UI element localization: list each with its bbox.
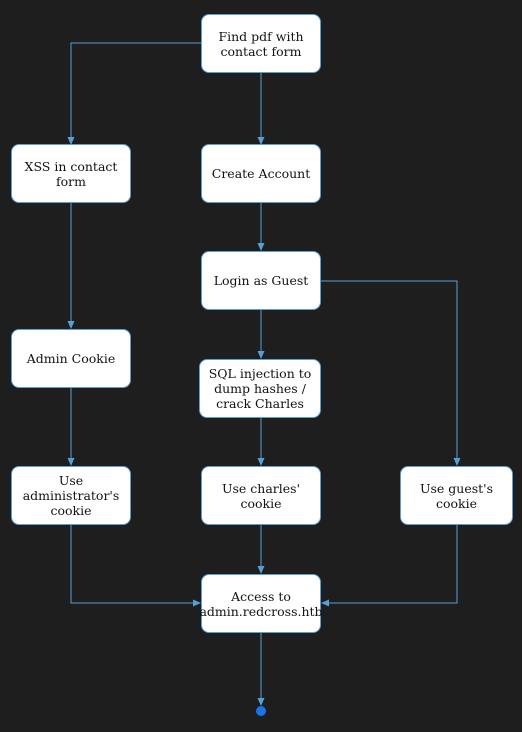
node-xss-contact-form[interactable]: XSS in contact form xyxy=(11,144,131,203)
node-sql-injection[interactable]: SQL injection to dump hashes / crack Cha… xyxy=(199,359,321,418)
node-admin-cookie[interactable]: Admin Cookie xyxy=(11,329,131,388)
node-find-pdf-label: Find pdf with contact form xyxy=(218,28,304,59)
node-use-guest-cookie[interactable]: Use guest's cookie xyxy=(400,466,513,525)
node-find-pdf[interactable]: Find pdf with contact form xyxy=(201,14,321,73)
node-use-charles-cookie-label: Use charles' cookie xyxy=(221,480,301,511)
node-use-charles-cookie[interactable]: Use charles' cookie xyxy=(201,466,321,525)
node-use-admin-cookie[interactable]: Use administrator's cookie xyxy=(11,466,131,525)
node-use-guest-cookie-label: Use guest's cookie xyxy=(419,480,494,511)
node-access-admin-label: Access to admin.redcross.htb xyxy=(199,588,323,619)
edge-use-admin-to-access xyxy=(70,525,201,607)
node-xss-contact-form-label: XSS in contact form xyxy=(24,158,118,189)
node-sql-injection-label: SQL injection to dump hashes / crack Cha… xyxy=(208,366,312,411)
node-create-account[interactable]: Create Account xyxy=(201,144,321,203)
end-node-marker xyxy=(256,706,266,716)
edge-login-guest-to-use-guest xyxy=(320,280,461,466)
node-access-admin[interactable]: Access to admin.redcross.htb xyxy=(199,574,323,633)
node-admin-cookie-label: Admin Cookie xyxy=(26,351,116,366)
node-use-admin-cookie-label: Use administrator's cookie xyxy=(22,473,120,518)
node-login-guest[interactable]: Login as Guest xyxy=(201,251,321,310)
edge-use-guest-to-access xyxy=(321,525,458,607)
node-login-guest-label: Login as Guest xyxy=(213,273,309,288)
edge-find-pdf-to-xss xyxy=(67,42,201,145)
node-create-account-label: Create Account xyxy=(211,166,311,181)
